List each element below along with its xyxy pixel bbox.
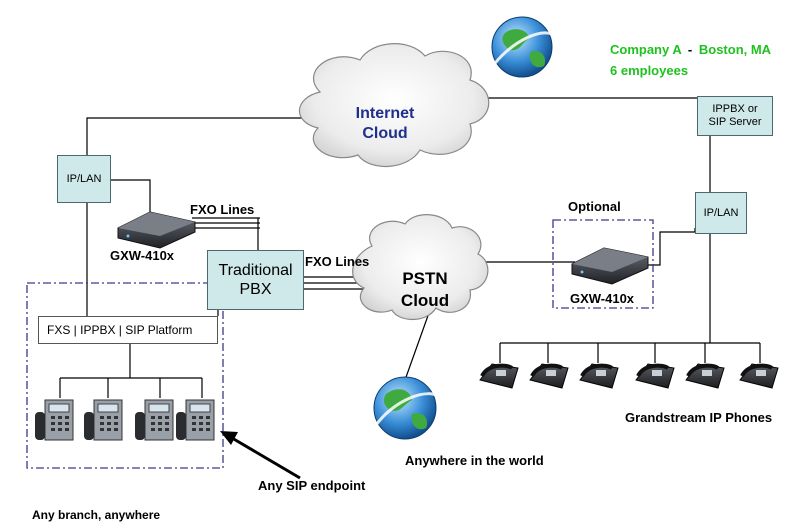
company-dash: - (687, 42, 693, 57)
company-name: Company A (610, 42, 682, 57)
ippbx-server-line2: SIP Server (708, 116, 762, 128)
optional-label: Optional (568, 199, 621, 214)
ip-phone-icon (479, 363, 519, 389)
company-title: Company A - Boston, MA (610, 42, 771, 57)
ippbx-server-box: IPPBX or SIP Server (697, 96, 773, 136)
company-employees: 6 employees (610, 63, 689, 78)
pstn-cloud-label: PSTN Cloud (380, 268, 470, 312)
iplan-right-label: IP/LAN (703, 207, 739, 219)
ip-phone-icon (685, 363, 725, 389)
desk-phones-left (35, 399, 215, 441)
any-branch-label: Any branch, anywhere (32, 508, 161, 522)
desk-phone-icon (176, 399, 215, 441)
pbx-line2: PBX (239, 281, 272, 298)
globe-top-icon (488, 16, 558, 78)
sip-endpoint-arrow-icon (220, 431, 301, 480)
internet-cloud-line2: Cloud (362, 125, 408, 142)
gxw-left-device-icon (117, 211, 196, 249)
fxs-platform-label: FXS | IPPBX | SIP Platform (47, 323, 193, 337)
traditional-pbx-box: Traditional PBX (207, 250, 304, 310)
ip-phone-icon (739, 363, 779, 389)
iplan-left-box: IP/LAN (57, 155, 111, 203)
connection-lines (59, 97, 761, 398)
ip-phone-icon (529, 363, 569, 389)
ippbx-server-line1: IPPBX or (712, 103, 758, 115)
globe-bottom-icon (372, 376, 442, 440)
internet-cloud-label: Internet Cloud (340, 104, 430, 144)
desk-phone-icon (35, 399, 74, 441)
desk-phone-icon (135, 399, 174, 441)
gxw-left-label: GXW-410x (110, 248, 175, 263)
grandstream-phones-label: Grandstream IP Phones (625, 410, 773, 425)
pstn-cloud-line2: Cloud (400, 291, 450, 310)
company-city: Boston, MA (698, 42, 772, 57)
fxo-lines-label-2: FXO Lines (305, 254, 370, 269)
optional-dashed-region (552, 219, 654, 309)
gxw-right-label: GXW-410x (570, 291, 635, 306)
pbx-line1: Traditional (218, 262, 293, 279)
internet-cloud-icon (298, 43, 490, 167)
pstn-cloud-line1: PSTN (402, 269, 448, 288)
anywhere-world-label: Anywhere in the world (405, 453, 544, 468)
ip-phones-right (479, 363, 779, 389)
desk-phone-icon (84, 399, 123, 441)
iplan-right-box: IP/LAN (695, 192, 747, 234)
fxs-platform-box: FXS | IPPBX | SIP Platform (38, 316, 218, 344)
ip-phone-icon (579, 363, 619, 389)
iplan-left-label: IP/LAN (66, 173, 102, 185)
branch-dashed-region (26, 282, 224, 469)
internet-cloud-line1: Internet (355, 105, 415, 122)
pstn-cloud-icon (352, 214, 489, 321)
ip-phone-icon (635, 363, 675, 389)
any-sip-endpoint-label: Any SIP endpoint (258, 478, 366, 493)
fxo-lines-label-1: FXO Lines (190, 202, 255, 217)
gxw-right-device-icon (571, 247, 649, 285)
